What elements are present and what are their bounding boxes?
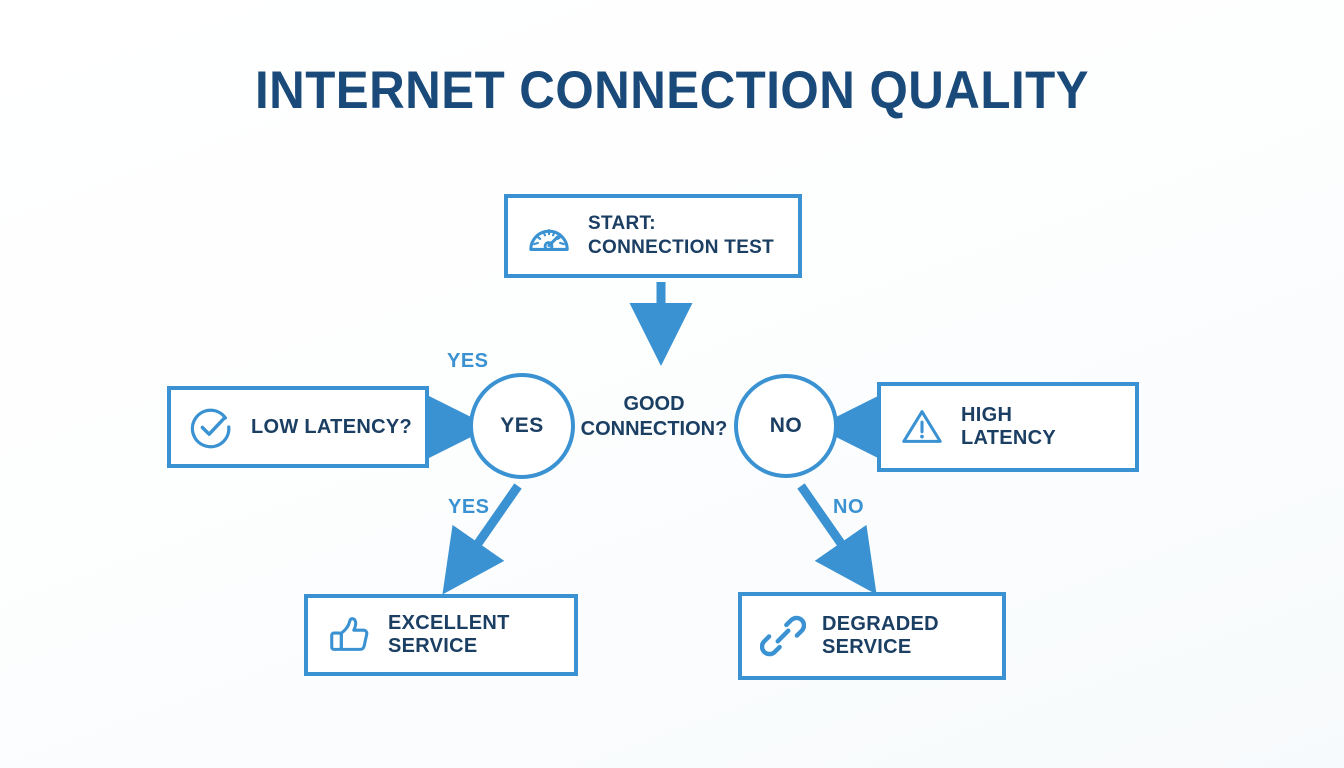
node-decision-yes-label: YES <box>500 414 544 437</box>
node-low-latency[interactable]: LOW LATENCY? <box>167 386 429 468</box>
node-high-latency[interactable]: HIGH LATENCY <box>877 382 1139 472</box>
node-degraded-service[interactable]: DEGRADED SERVICE <box>738 592 1006 680</box>
node-high-latency-label: HIGH LATENCY <box>961 404 1057 449</box>
broken-link-icon <box>760 615 806 657</box>
page-title: INTERNET CONNECTION QUALITY <box>254 61 1090 120</box>
edge-label-yes-bottom: YES <box>448 496 490 518</box>
edge-label-yes-top: YES <box>447 350 489 372</box>
node-degraded-service-label: DEGRADED SERVICE <box>822 613 939 658</box>
speedometer-icon <box>529 229 569 251</box>
edge-label-no-bottom: NO <box>833 496 864 518</box>
node-excellent-service[interactable]: EXCELLENT SERVICE <box>304 594 578 676</box>
warning-triangle-icon <box>902 410 942 443</box>
node-low-latency-label: LOW LATENCY? <box>251 415 412 438</box>
node-excellent-service-label: EXCELLENT SERVICE <box>388 612 510 657</box>
node-decision-no[interactable]: NO <box>734 374 838 478</box>
node-start-label: START: CONNECTION TEST <box>588 213 775 258</box>
node-decision-yes[interactable]: YES <box>469 373 575 479</box>
node-start[interactable]: START: CONNECTION TEST <box>504 194 802 278</box>
check-circle-icon <box>190 408 231 449</box>
node-decision-no-label: NO <box>769 414 803 437</box>
thumbs-up-icon <box>330 617 369 651</box>
decision-question-label: GOOD CONNECTION? <box>580 393 728 440</box>
